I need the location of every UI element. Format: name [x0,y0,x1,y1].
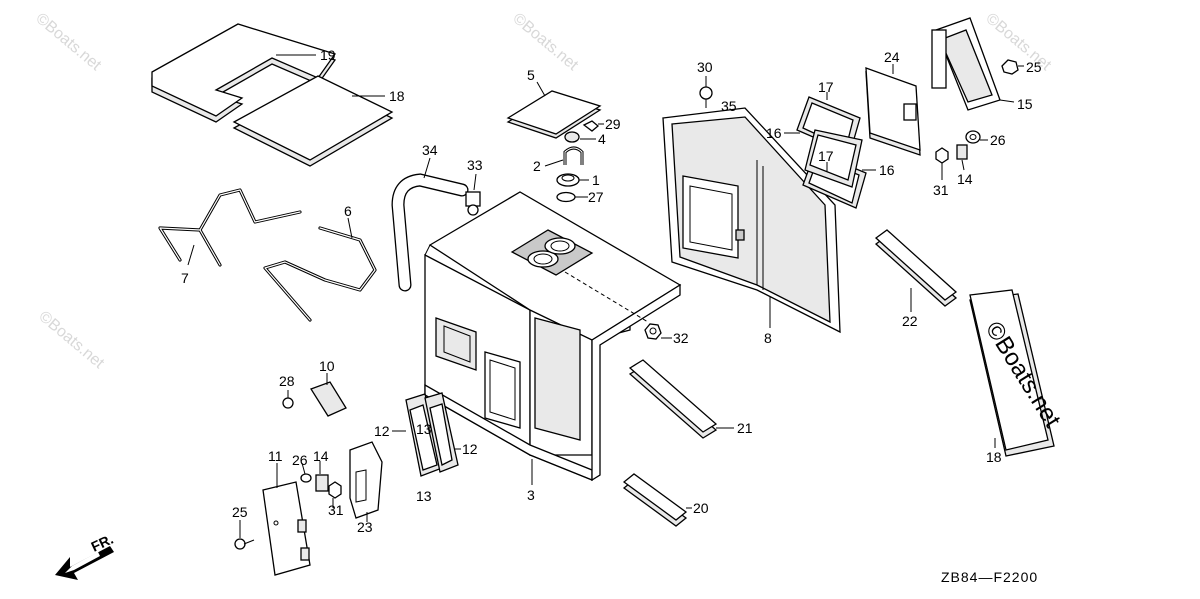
front-arrow-icon: FR. [55,531,116,580]
part-label: 21 [737,420,753,436]
part-label: 35 [721,98,737,114]
watermark: ©Boats.net [35,308,107,372]
part-19-seat-pad [151,23,337,123]
part-31-nut [935,147,949,180]
part-label: 19 [320,47,336,63]
part-2-u-clip [544,146,584,167]
part-27-washer [556,191,588,203]
part-20-pad [622,473,692,527]
part-label: 10 [319,358,335,374]
part-label: 20 [693,500,709,516]
part-6-wire-frame [263,217,377,322]
part-label: 2 [533,158,541,174]
part-26-washer [300,462,312,483]
part-label: 16 [879,162,895,178]
part-31-nut [328,481,342,508]
part-30-bolt [699,76,713,108]
part-23-bracket [349,441,383,522]
part-label: 27 [588,189,604,205]
part-14-clip [315,461,329,492]
part-label: 25 [232,504,248,520]
part-label: 4 [598,131,606,147]
part-label: 31 [933,182,949,198]
part-3-main-housing [424,191,682,485]
part-28-bolt [282,390,294,409]
part-15-access-lid [931,17,1015,111]
part-label: 6 [344,203,352,219]
part-26-washer [965,130,988,144]
part-8-rear-panel [662,107,841,334]
part-label: 8 [764,330,772,346]
part-label: 7 [181,270,189,286]
part-32-nut [644,323,672,340]
part-label: 17 [818,148,834,164]
watermark: ©Boats.net [509,10,581,74]
part-label: 5 [527,67,535,83]
watermark: ©Boats.net [32,10,104,74]
part-label: 24 [884,49,900,65]
part-label: 3 [527,487,535,503]
part-label: 15 [1017,96,1033,112]
part-7-wire-frame [158,188,302,267]
part-1-cap [556,173,589,187]
part-label: 18 [389,88,405,104]
part-12-gasket-frame [392,393,443,477]
part-label: 18 [986,449,1002,465]
part-22-panel [874,229,958,312]
part-label: 26 [292,452,308,468]
part-21-panel [628,359,734,439]
part-label: 29 [605,116,621,132]
part-label: 32 [673,330,689,346]
part-label: 13 [416,488,432,504]
part-5-inspection-plate [506,81,602,139]
part-18-cover-plate [232,75,394,167]
part-label: 12 [462,441,478,457]
part-label: 26 [990,132,1006,148]
part-11-access-door [262,463,311,576]
part-16-17-gasket-frame [784,92,876,209]
part-33-hose-clip [465,173,481,216]
part-24-cover [865,64,921,156]
part-label: 30 [697,59,713,75]
part-label: 34 [422,142,438,158]
part-4-grommet [564,131,596,143]
part-18-side-panel: ©Boats.net [969,289,1066,457]
part-labels: 19 18 6 7 34 33 5 29 4 2 1 27 32 3 10 28… [181,47,1042,535]
part-label: 16 [766,125,782,141]
part-12-gasket-frame-b [424,392,461,473]
part-label: 1 [592,172,600,188]
part-14-clip [956,144,968,171]
part-label: 11 [268,448,283,464]
part-label: 28 [279,373,295,389]
part-label: 17 [818,79,834,95]
watermark: ©Boats.net [982,10,1054,74]
part-label: 12 [374,423,390,439]
part-10-plate [310,373,347,417]
part-label: 14 [313,448,329,464]
part-29-bolt [582,120,604,132]
diagram-code: ZB84—F2200 [941,569,1038,585]
part-34-breather-hose [391,157,469,292]
part-25-bolt [1001,59,1024,75]
part-label: 22 [902,313,918,329]
part-label: 33 [467,157,483,173]
part-25-bolt [234,520,255,550]
part-label: 25 [1026,59,1042,75]
part-label: 14 [957,171,973,187]
part-label: 31 [328,502,344,518]
part-label: 13 [416,421,432,437]
part-label: 23 [357,519,373,535]
